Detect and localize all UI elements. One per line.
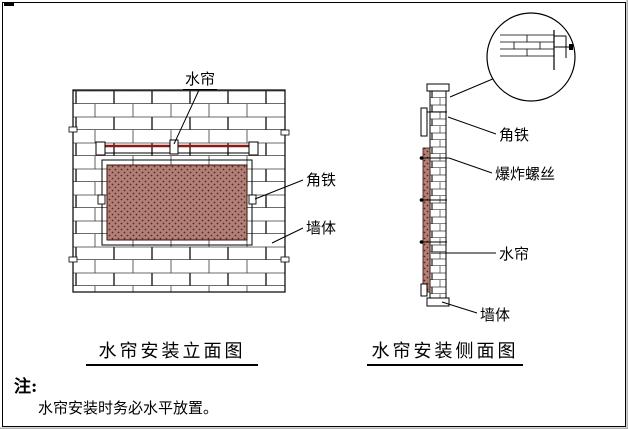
leader-line bbox=[441, 301, 478, 314]
front-view-title: 水帘安装立面图 bbox=[99, 341, 246, 362]
detail-leader-line bbox=[449, 77, 496, 98]
edge-tick bbox=[280, 129, 290, 136]
side-view: 角铁 爆炸螺丝 水帘 墙体 水帘安装侧面图 bbox=[367, 12, 576, 366]
detail-view bbox=[500, 30, 573, 70]
angle-iron-bracket bbox=[420, 107, 428, 137]
bolt-head bbox=[419, 156, 424, 160]
detail-balloon-circle bbox=[486, 12, 576, 102]
edge-tick bbox=[280, 256, 290, 263]
side-angle-iron-label: 角铁 bbox=[499, 126, 529, 144]
bolt-head bbox=[419, 198, 424, 202]
bolt-mark bbox=[97, 194, 106, 205]
bottom-bracket bbox=[420, 283, 428, 297]
leader-line bbox=[447, 116, 497, 135]
detail-brick-courses bbox=[500, 34, 554, 57]
note-text: 水帘安装时务必水平放置。 bbox=[38, 399, 218, 417]
side-curtain-label: 水帘 bbox=[499, 245, 529, 263]
detail-screw-head bbox=[569, 44, 573, 50]
leader-line bbox=[271, 227, 304, 244]
rail-clamp bbox=[169, 139, 179, 155]
bolt-mark bbox=[248, 194, 257, 205]
front-elevation-view: 水帘 角铁 墙体 水帘安装立面图 bbox=[68, 70, 336, 366]
rail-clamp bbox=[95, 141, 106, 156]
water-curtain-panel bbox=[106, 164, 248, 241]
leader-line bbox=[254, 179, 304, 200]
front-curtain-label: 水帘 bbox=[185, 70, 215, 88]
corner-mark bbox=[4, 2, 14, 6]
edge-tick bbox=[68, 126, 78, 133]
side-water-curtain-strip bbox=[422, 147, 431, 293]
leader-line bbox=[173, 89, 200, 145]
side-wall-label: 墙体 bbox=[480, 306, 510, 324]
front-wall-label: 墙体 bbox=[306, 219, 336, 237]
side-expansion-bolt-label: 爆炸螺丝 bbox=[495, 165, 555, 183]
note-prefix: 注: bbox=[14, 376, 37, 397]
wall-top-cap bbox=[426, 83, 450, 92]
note-block: 注: 水帘安装时务必水平放置。 bbox=[14, 376, 218, 417]
front-angle-iron-label: 角铁 bbox=[306, 171, 336, 189]
rail-clamp bbox=[248, 141, 259, 156]
bolt-head bbox=[419, 240, 424, 244]
side-wall-strip bbox=[429, 87, 447, 307]
leader-line bbox=[448, 157, 493, 174]
edge-tick bbox=[68, 256, 78, 263]
wall-bottom-cap bbox=[426, 297, 450, 307]
side-view-title: 水帘安装侧面图 bbox=[372, 341, 519, 362]
